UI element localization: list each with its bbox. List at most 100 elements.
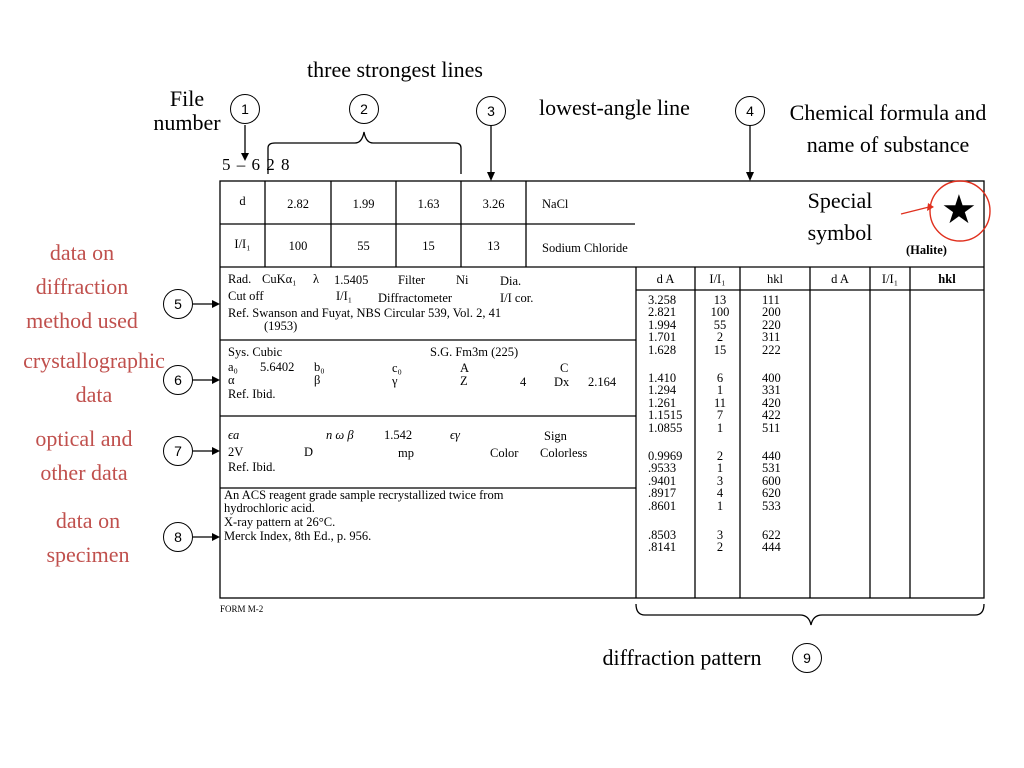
pattern-header-hkl2: hkl <box>938 272 956 286</box>
pattern-hkl-value: 622 <box>762 528 781 542</box>
pattern-i-value: 1 <box>716 461 724 476</box>
specimen-line: Merck Index, 8th Ed., p. 956. <box>224 529 372 543</box>
pattern-header-i: I/I₁ <box>709 272 726 286</box>
pattern-d-value: 1.0855 <box>648 420 683 435</box>
method-rad: Rad. <box>228 272 252 286</box>
pattern-d-value: .8917 <box>648 486 677 501</box>
pattern-hkl-value: 220 <box>762 317 781 332</box>
pattern-hkl-value: 511 <box>762 420 781 435</box>
pattern-i-value: 4 <box>716 486 724 501</box>
cryst-z-value: 4 <box>520 375 527 389</box>
label-specimen-line2: specimen <box>46 542 130 567</box>
pattern-hkl-value: 420 <box>762 395 781 410</box>
pattern-i-value: 11 <box>713 395 727 410</box>
row-i-value: 55 <box>357 239 370 253</box>
row-d-value: 3.26 <box>482 197 505 211</box>
pattern-hkl-value: 311 <box>762 330 781 345</box>
row-d-value: 2.82 <box>287 197 309 211</box>
pattern-i-value: 13 <box>713 293 727 307</box>
pattern-d-value: .9533 <box>648 461 677 476</box>
pattern-hkl-value: 422 <box>762 408 781 423</box>
callout-circle-1: 1 <box>230 94 260 124</box>
pattern-i-column: 3 2 <box>700 529 740 554</box>
optical-ea: ϵa <box>228 428 240 442</box>
callout-circle-4: 4 <box>735 96 765 126</box>
label-lowest-angle-line: lowest-angle line <box>539 95 690 120</box>
label-crystallographic-data: crystallographic data <box>0 344 188 412</box>
label-three-strongest-lines: three strongest lines <box>307 57 483 82</box>
row-i-value: 15 <box>422 239 435 253</box>
pattern-hkl-column: 622 444 <box>762 529 781 554</box>
cryst-space-group: S.G. Fm3m (225) <box>430 345 519 359</box>
pattern-d-value: 1.261 <box>648 395 677 410</box>
specimen-line: hydrochloric acid. <box>224 501 315 515</box>
optical-sign: Sign <box>544 429 567 443</box>
method-ref: Ref. Swanson and Fuyat, NBS Circular 539… <box>228 306 502 320</box>
pattern-i-value: 1 <box>716 498 724 513</box>
pattern-d-value: .8141 <box>648 540 677 555</box>
pattern-i-column: 2 1 3 4 1 <box>700 449 740 513</box>
pattern-i-value: 15 <box>713 342 727 357</box>
callout-circle-3: 3 <box>476 96 506 126</box>
pattern-d-value: .9401 <box>648 473 677 488</box>
label-special-symbol: Special symbol <box>786 185 894 249</box>
specimen-line: X-ray pattern at 26°C. <box>224 515 336 529</box>
pattern-d-value: .8503 <box>648 528 677 542</box>
cryst-alpha: α <box>228 373 235 387</box>
callout-circle-7: 7 <box>163 436 193 466</box>
pattern-i-value: 2 <box>716 330 724 345</box>
callout-circle-6: 6 <box>163 365 193 395</box>
label-optical-data: optical and other data <box>2 422 166 490</box>
pattern-i-value: 100 <box>710 305 730 320</box>
label-diffraction-pattern: diffraction pattern <box>602 645 762 670</box>
label-special-symbol-line1: Special <box>807 188 873 213</box>
method-dia: Dia. <box>500 274 522 288</box>
pattern-hkl-value: 444 <box>762 540 781 555</box>
special-star-icon: ★ <box>941 187 977 233</box>
pattern-i-value: 3 <box>716 528 724 542</box>
pattern-header-d: d A <box>656 272 675 286</box>
pattern-hkl-value: 200 <box>762 305 781 320</box>
pattern-i-value: 6 <box>716 371 724 385</box>
pattern-hkl-value: 533 <box>762 498 781 513</box>
pattern-hkl-value: 111 <box>762 293 780 307</box>
row-d-value: 1.63 <box>417 197 440 211</box>
label-file-number-line2: number <box>153 110 221 135</box>
method-diffractometer: Diffractometer <box>378 291 453 305</box>
label-file-number: File number <box>132 82 242 140</box>
method-cutoff: Cut off <box>228 289 264 303</box>
pattern-i-value: 7 <box>716 408 724 423</box>
method-ii1: I/I₁ <box>336 289 353 303</box>
chemical-formula: NaCl <box>542 197 569 211</box>
pattern-i-column: 6 1 11 7 1 <box>700 371 740 435</box>
optical-2v: 2V <box>228 445 244 459</box>
callout-circle-2: 2 <box>349 94 379 124</box>
cryst-ref: Ref. Ibid. <box>228 387 276 401</box>
pattern-i-value: 2 <box>716 449 724 463</box>
label-specimen-line1: data on <box>55 508 121 533</box>
label-specimen-data: data on specimen <box>6 504 170 572</box>
card-file-number: 5 – 6 2 8 <box>222 155 291 174</box>
method-filter: Filter <box>398 273 426 287</box>
cryst-dx: Dx <box>554 375 570 389</box>
pattern-i-value: 1 <box>716 383 724 398</box>
cryst-c0: c₀ <box>392 361 402 375</box>
pattern-d-value: 1.1515 <box>648 408 683 423</box>
method-lambda: λ <box>313 272 320 286</box>
specimen-line: An ACS reagent grade sample recrystalliz… <box>224 488 504 502</box>
cryst-a0-value: 5.6402 <box>260 360 295 374</box>
row-i-value: 100 <box>288 239 308 253</box>
method-ref-year: (1953) <box>264 319 298 333</box>
row-i-value: 13 <box>487 239 500 253</box>
cryst-Z: Z <box>460 374 468 388</box>
optical-nwb: n ω β <box>326 428 354 442</box>
pattern-hkl-value: 600 <box>762 473 781 488</box>
pattern-hkl-column: 400 331 420 422 511 <box>762 372 781 435</box>
optical-nwb-value: 1.542 <box>384 428 413 442</box>
pattern-d-value: 1.628 <box>648 342 677 357</box>
cryst-system: Sys. Cubic <box>228 345 283 359</box>
optical-d: D <box>304 445 314 459</box>
method-icor: I/I cor. <box>500 291 534 305</box>
pattern-d-value: 3.258 <box>648 293 677 307</box>
